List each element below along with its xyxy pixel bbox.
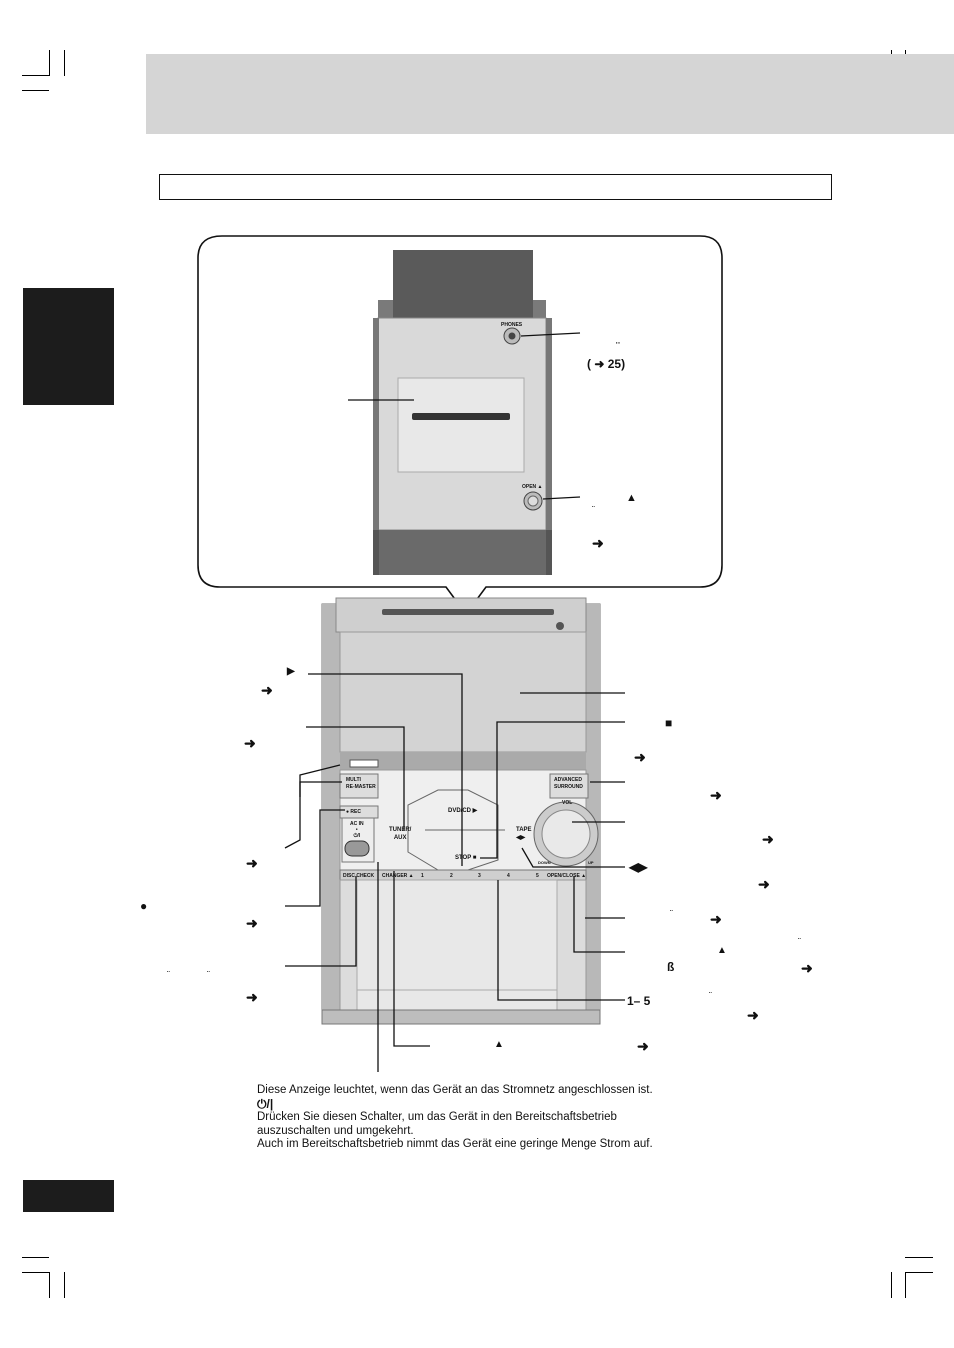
crop-mark [49,1272,50,1298]
acin-label: AC IN • ⏻/I [350,821,364,839]
umlaut-mark: ¨ [670,909,673,918]
note-line: Drücken Sie diesen Schalter, um das Gerä… [257,1111,617,1123]
crop-mark [22,1257,49,1258]
top-lid-dark [393,250,533,320]
phones-page-ref: ( ➜ 25) [587,357,626,371]
changer-button[interactable]: CHANGER ▲ [382,873,414,879]
volume-knob [541,809,591,859]
arrow-icon: ➜ [801,960,813,976]
top-front-edge [378,530,546,575]
page-number-tab [23,1180,114,1212]
tray-1-button[interactable]: 1 [421,873,424,879]
vol-label: VOL [562,800,573,806]
header-band [146,54,954,134]
crop-mark [891,1272,892,1298]
arrow-icon: ➜ [592,535,604,551]
tray-5-button[interactable]: 5 [536,873,539,879]
arrow-icon: ➜ [246,915,258,931]
umlaut-mark: ¨ [798,937,801,946]
standby-note: Diese Anzeige leuchtet, wenn das Gerät a… [257,1084,653,1152]
eject-icon: ▲ [717,945,727,956]
tuner-aux-button[interactable]: TUNER/ AUX [389,827,412,841]
eject-icon: ▲ [494,1039,504,1050]
crop-mark [905,1272,906,1298]
disc-slot [412,413,510,420]
power-symbol: ⏻/| [257,1096,274,1111]
sharp-s-char: ß [667,960,675,974]
note-line: auszuschalten und umgekehrt. [257,1124,414,1137]
crop-mark [64,1272,65,1298]
arrow-icon: ➜ [747,1007,759,1023]
section-title-box [159,174,832,200]
tray-2-button[interactable]: 2 [450,873,453,879]
umlaut-mark: ¨ [616,341,620,353]
arrow-icon: ➜ [244,735,256,751]
down-label: DOWN [538,860,551,865]
tape-button[interactable]: TAPE ◀▶ [516,827,532,841]
tape-direction-icon: ◀▶ [629,860,648,874]
arrow-icon: ➜ [246,855,258,871]
crop-mark [22,75,49,76]
display-window [339,631,587,753]
disc-check-button[interactable]: DISC CHECK [343,873,375,879]
arrow-icon: ➜ [261,682,273,698]
arrow-icon: ➜ [710,911,722,927]
standby-indicator [349,759,379,768]
note-line: Auch im Bereitschaftsbetrieb nimmt das G… [257,1138,653,1150]
advanced-surround-button[interactable]: ADVANCED SURROUND [554,777,583,790]
crop-mark [22,90,49,91]
dvd-cd-button[interactable]: DVD/CD ▶ [448,808,478,814]
arrow-icon: ➜ [710,787,722,803]
disc-slot-panel [397,377,525,473]
umlaut-mark: ¨ [592,505,595,514]
stop-button[interactable]: STOP ■ [455,855,477,861]
crop-mark [64,50,65,76]
arrow-icon: ➜ [246,989,258,1005]
open-label: OPEN ▲ [522,484,543,490]
tray-3-button[interactable]: 3 [478,873,481,879]
language-tab [23,288,114,405]
crop-mark [905,1272,933,1273]
stop-icon: ■ [665,716,673,730]
note-line: Diese Anzeige leuchtet, wenn das Gerät a… [257,1084,653,1096]
arrow-icon: ➜ [637,1038,649,1054]
crop-mark [22,1272,49,1273]
play-icon: ▶ [287,666,295,677]
eject-icon: ▲ [626,492,637,504]
umlaut-mark: ¨ [207,970,210,979]
crop-mark [905,1257,933,1258]
multi-remaster-button[interactable]: MULTI RE-MASTER [346,777,376,790]
arrow-icon: ➜ [762,831,774,847]
bullet-icon: ● [140,899,148,913]
rec-button[interactable]: ● REC [346,809,361,815]
arrow-icon: ➜ [634,749,646,765]
umlaut-mark: ¨ [167,970,170,979]
phones-label: PHONES [501,322,523,328]
open-close-button[interactable]: OPEN/CLOSE ▲ [547,873,587,879]
crop-mark [49,50,50,76]
numbers-1-5-label: 1– 5 [627,994,651,1008]
umlaut-mark: ¨ [709,991,712,1000]
power-switch-icon [344,840,370,857]
arrow-icon: ➜ [758,876,770,892]
tray-4-button[interactable]: 4 [507,873,510,879]
up-label: UP [588,860,594,865]
